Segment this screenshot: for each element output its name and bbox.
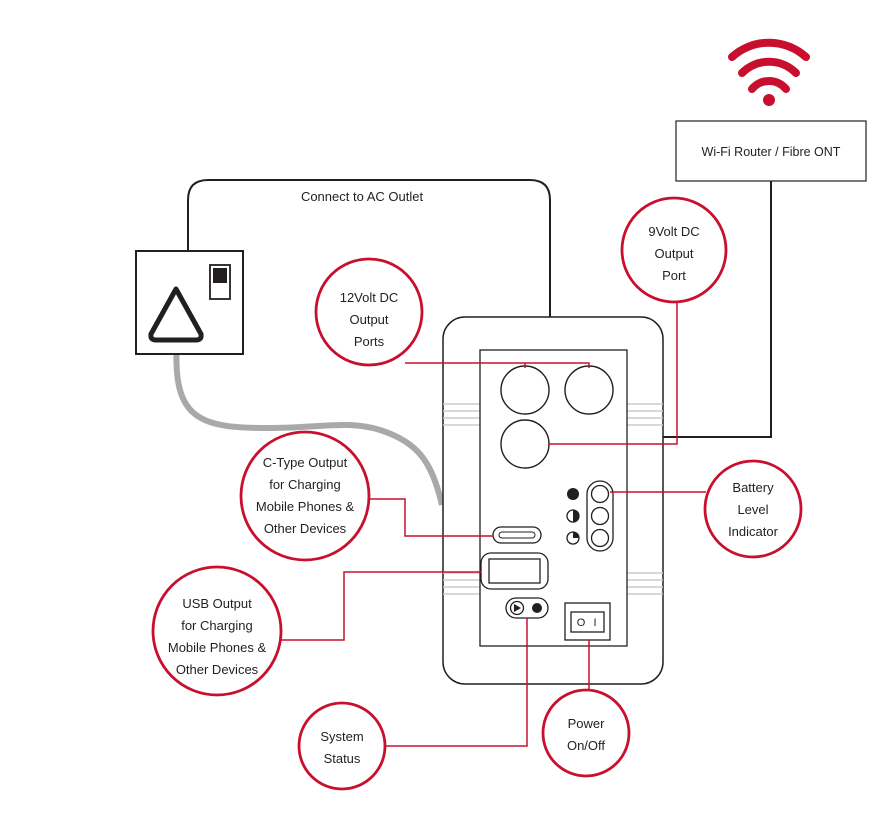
battery-low-icon	[573, 532, 579, 538]
dc12-port-2	[564, 365, 614, 415]
power-switch: O I	[564, 602, 611, 641]
callout-ctype: C-Type Output for Charging Mobile Phones…	[239, 430, 371, 562]
callout-ctype-line4: Other Devices	[264, 521, 347, 536]
usb-c-port	[492, 526, 542, 544]
leader-lines	[280, 302, 706, 747]
ac-cable	[187, 179, 551, 318]
leader-dc12	[405, 362, 590, 368]
system-status-indicator	[505, 597, 549, 619]
ups-device: O I	[442, 316, 664, 685]
callout-status: System Status	[297, 701, 387, 791]
ac-cable-label: Connect to AC Outlet	[301, 189, 424, 204]
callout-dc9-line3: Port	[662, 268, 686, 283]
callout-power-line2: On/Off	[567, 738, 605, 753]
callout-usb-line1: USB Output	[182, 596, 252, 611]
callout-dc12-line2: Output	[349, 312, 388, 327]
battery-full-icon	[567, 488, 579, 500]
callout-ctype-line3: Mobile Phones &	[256, 499, 355, 514]
wifi-icon	[728, 38, 810, 106]
leader-usb	[280, 571, 481, 641]
callout-ctype-line1: C-Type Output	[263, 455, 348, 470]
vent-stripes	[443, 403, 663, 595]
callout-dc9-line1: 9Volt DC	[648, 224, 699, 239]
leader-ctype	[366, 498, 493, 537]
battery-half-icon	[573, 510, 579, 522]
callout-dc12: 12Volt DC Output Ports	[314, 257, 424, 367]
switch-on-label: I	[593, 617, 596, 629]
callout-ctype-line2: for Charging	[269, 477, 341, 492]
callout-usb-line3: Mobile Phones &	[168, 640, 267, 655]
callout-status-line2: Status	[324, 751, 361, 766]
callout-battery-line1: Battery	[732, 480, 774, 495]
callout-status-line1: System	[320, 729, 363, 744]
leader-dc9	[548, 302, 678, 445]
callout-dc9-line2: Output	[654, 246, 693, 261]
callout-usb: USB Output for Charging Mobile Phones & …	[151, 565, 283, 697]
callout-usb-line2: for Charging	[181, 618, 253, 633]
callout-usb-line4: Other Devices	[176, 662, 259, 677]
callout-power-line1: Power	[568, 716, 606, 731]
callout-power: Power On/Off	[541, 688, 631, 778]
wall-socket-icon	[135, 250, 244, 355]
battery-level-indicator	[566, 480, 614, 552]
callout-battery: Battery Level Indicator	[703, 459, 803, 559]
callout-dc12-line3: Ports	[354, 334, 385, 349]
dc12-port-1	[500, 365, 550, 415]
leader-status	[384, 618, 528, 747]
callout-battery-line3: Indicator	[728, 524, 779, 539]
switch-off-label: O	[577, 617, 586, 629]
callout-battery-line2: Level	[737, 502, 768, 517]
power-cable	[173, 341, 445, 506]
usb-a-port	[488, 558, 541, 584]
play-indicator-icon	[514, 604, 521, 612]
dc9-port	[500, 419, 550, 469]
router-box: Wi-Fi Router / Fibre ONT	[675, 120, 867, 182]
callout-dc9: 9Volt DC Output Port	[620, 196, 728, 304]
callout-dc12-line1: 12Volt DC	[340, 290, 399, 305]
router-label: Wi-Fi Router / Fibre ONT	[702, 145, 841, 159]
